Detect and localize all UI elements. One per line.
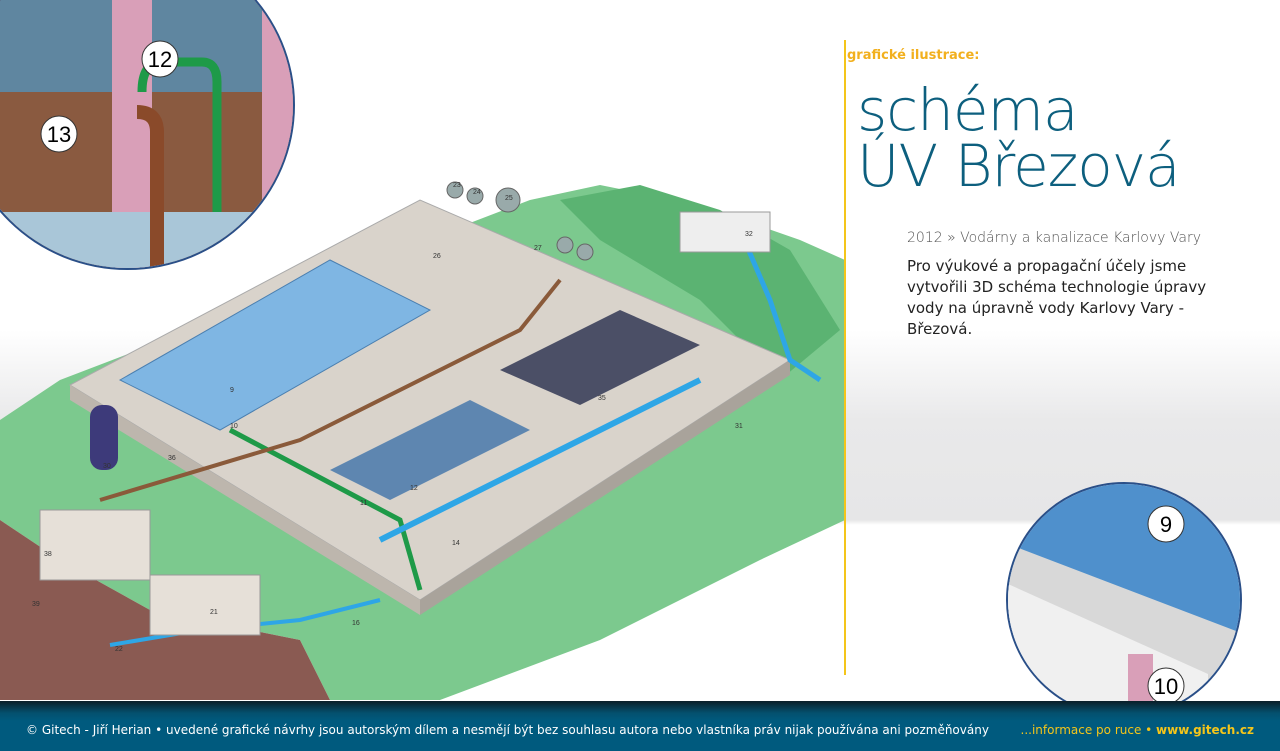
footer: © Gitech - Jiří Herian • uvedené grafick… bbox=[0, 701, 1280, 751]
svg-text:25: 25 bbox=[505, 195, 513, 202]
accent-divider bbox=[844, 40, 846, 675]
inset-label-12: 12 bbox=[148, 47, 172, 72]
svg-text:16: 16 bbox=[352, 620, 360, 627]
section-kicker: grafické ilustrace: bbox=[847, 48, 980, 63]
water-plant-illustration: 23 24 25 27 26 32 31 9 10 11 12 14 35 38 39 21 22 16 30… bbox=[0, 181, 845, 700]
footer-info: ...informace po ruce • www.gitech.cz bbox=[1021, 723, 1254, 737]
svg-text:31: 31 bbox=[735, 423, 743, 430]
svg-text:27: 27 bbox=[534, 245, 542, 252]
svg-text:10: 10 bbox=[230, 423, 238, 430]
copyright-text: © Gitech - Jiří Herian • uvedené grafick… bbox=[26, 723, 989, 737]
svg-text:26: 26 bbox=[433, 253, 441, 260]
inset-label-10: 10 bbox=[1154, 674, 1178, 699]
title-line-2: ÚV Březová bbox=[857, 132, 1181, 200]
svg-text:24: 24 bbox=[473, 189, 481, 196]
website-link[interactable]: www.gitech.cz bbox=[1156, 723, 1254, 737]
project-subtitle: 2012 » Vodárny a kanalizace Karlovy Vary bbox=[907, 230, 1201, 246]
inset-label-9: 9 bbox=[1160, 512, 1172, 537]
svg-text:38: 38 bbox=[44, 551, 52, 558]
svg-text:35: 35 bbox=[598, 395, 606, 402]
svg-text:11: 11 bbox=[360, 500, 367, 507]
svg-text:14: 14 bbox=[452, 540, 460, 547]
svg-text:23: 23 bbox=[453, 182, 461, 189]
svg-text:12: 12 bbox=[410, 485, 418, 492]
title-line-1: schéma bbox=[857, 76, 1079, 144]
svg-text:39: 39 bbox=[32, 601, 40, 608]
svg-text:22: 22 bbox=[115, 646, 123, 653]
svg-text:32: 32 bbox=[745, 231, 753, 238]
svg-text:21: 21 bbox=[210, 609, 218, 616]
detail-inset-top: 12 13 bbox=[0, 0, 295, 270]
info-prefix: ...informace po ruce • bbox=[1020, 723, 1157, 737]
inset-label-13: 13 bbox=[47, 122, 71, 147]
svg-text:30: 30 bbox=[103, 463, 111, 470]
svg-text:9: 9 bbox=[230, 387, 234, 394]
project-description: Pro výukové a propagační účely jsme vytv… bbox=[907, 257, 1207, 338]
svg-text:36: 36 bbox=[168, 455, 176, 462]
detail-inset-bottom: 9 10 bbox=[1006, 482, 1242, 718]
